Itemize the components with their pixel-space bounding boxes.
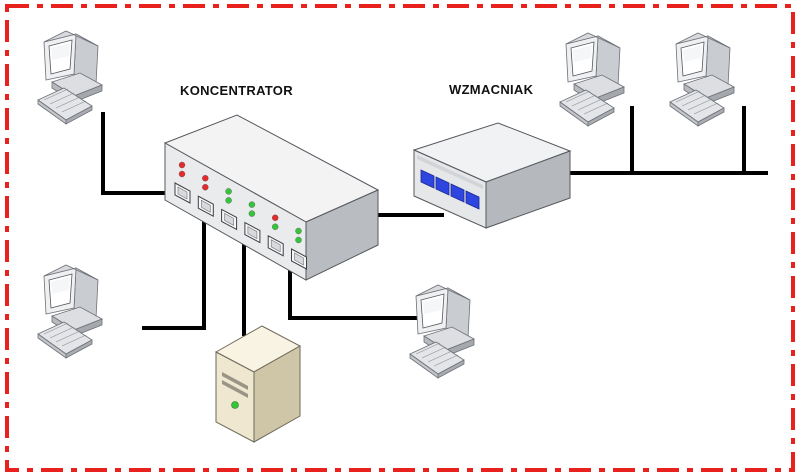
- hub-port-led: [248, 210, 256, 217]
- hub-port-led: [202, 183, 209, 191]
- diagram-border: [5, 4, 795, 472]
- hub-port-led: [295, 236, 302, 244]
- computer-top-right-1: [559, 32, 625, 127]
- network-cables: [101, 106, 768, 336]
- cable-pc-bottom-left: [142, 211, 206, 330]
- computer-bottom-right: [409, 284, 475, 379]
- hub-port-led: [202, 174, 209, 182]
- hub-port-led: [178, 161, 186, 169]
- hub-port-led: [295, 227, 302, 235]
- hub-port-led: [225, 188, 232, 195]
- hub-port-socket: [270, 239, 281, 253]
- tower-server-icon: [214, 325, 302, 443]
- hub-port-socket: [294, 252, 304, 266]
- hub-port-led: [225, 197, 232, 204]
- hub-port-led: [272, 223, 279, 231]
- computer-top-right-2: [669, 32, 735, 127]
- hub-port-led: [178, 170, 186, 178]
- computer-top-left: [37, 30, 103, 125]
- hub-port-socket: [177, 186, 188, 200]
- hub-port-socket: [201, 199, 211, 213]
- hub-port-socket: [247, 226, 258, 240]
- cable-pc-bottom-right: [288, 262, 446, 320]
- hub-ports: [174, 161, 307, 270]
- repeater-indicator-windows: [420, 169, 480, 210]
- hub-port-led: [248, 201, 256, 208]
- computer-bottom-left: [37, 264, 103, 359]
- hub-port-led: [272, 214, 279, 222]
- repeater-label: WZMACNIAK: [449, 82, 534, 97]
- network-repeater-icon: [412, 122, 572, 229]
- cable-pc-top-left: [101, 112, 178, 195]
- hub-label: KONCENTRATOR: [180, 83, 293, 98]
- network-hub-icon: [163, 114, 380, 281]
- hub-port-socket: [224, 212, 234, 226]
